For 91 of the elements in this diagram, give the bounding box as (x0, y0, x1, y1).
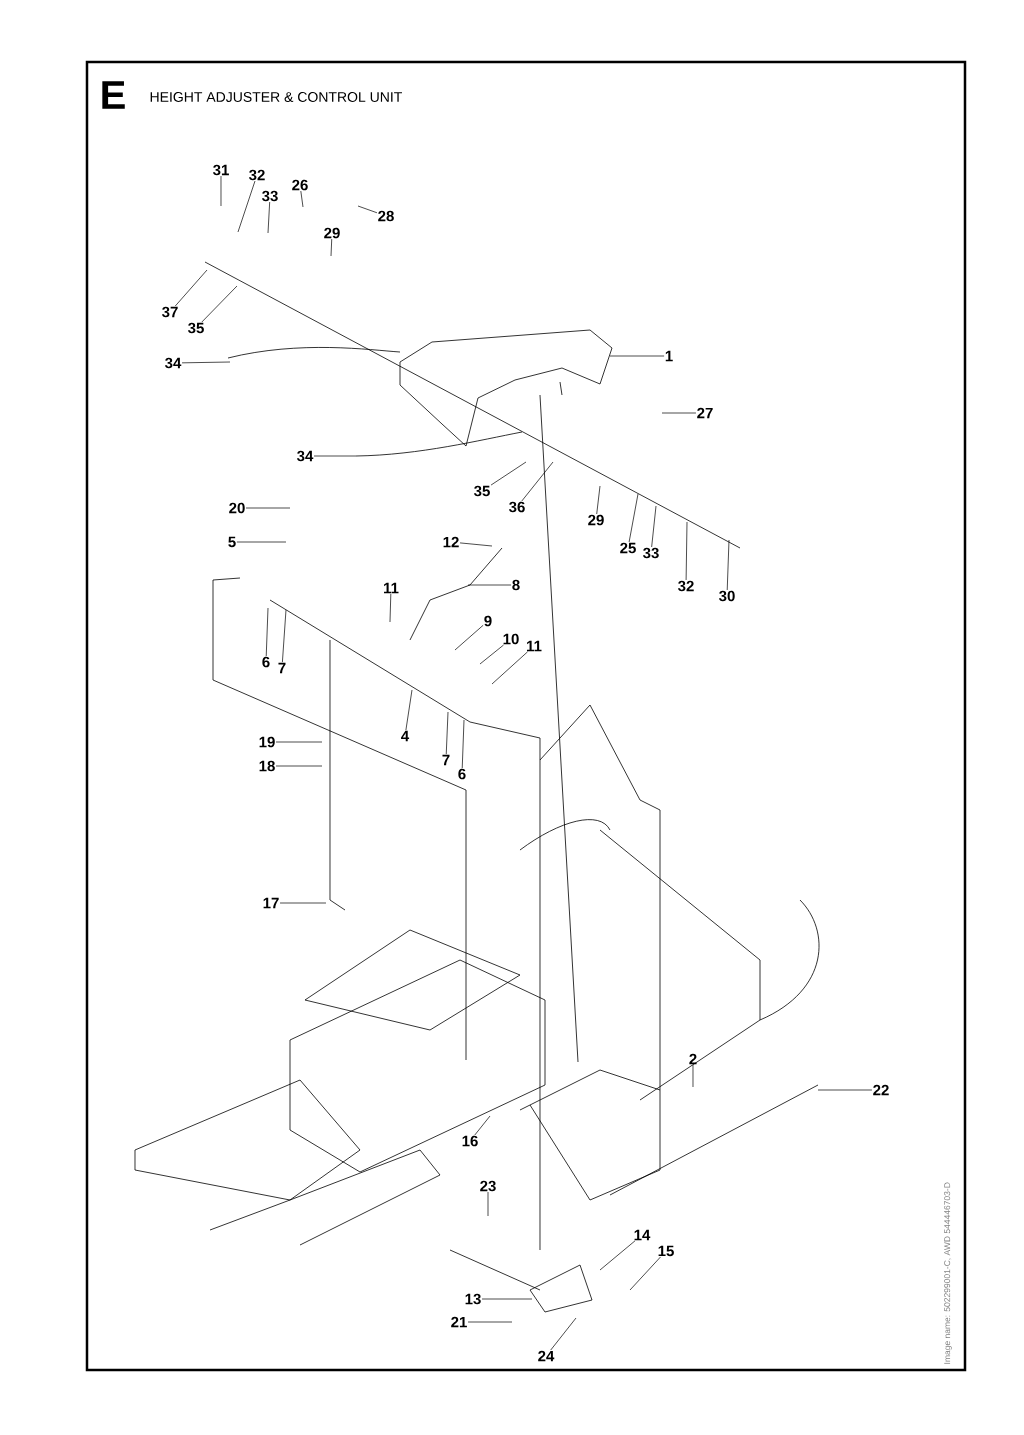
leader-line (275, 741, 323, 743)
callout-number: 28 (378, 210, 394, 222)
leader-line (817, 1089, 873, 1091)
leader-line (491, 651, 528, 685)
callout-number: 37 (162, 306, 178, 318)
callout-number: 26 (292, 179, 308, 191)
image-name-note: Image name: 502299001-C, AWD 544446703-D (944, 1182, 952, 1364)
callout-number: 21 (451, 1316, 467, 1328)
leader-line (609, 355, 665, 357)
callout-number: 9 (484, 615, 492, 627)
callout-number: 20 (229, 502, 245, 514)
callout-number: 29 (324, 227, 340, 239)
callout-number: 35 (474, 485, 490, 497)
leader-line (461, 719, 465, 769)
leader-line (237, 180, 256, 233)
callout-number: 12 (443, 536, 459, 548)
section-letter: E (102, 81, 125, 109)
leader-line (596, 485, 601, 515)
callout-number: 32 (678, 580, 694, 592)
leader-line (174, 269, 208, 307)
leader-line (479, 644, 504, 665)
callout-number: 15 (658, 1245, 674, 1257)
callout-number: 24 (538, 1350, 555, 1362)
callout-number: 7 (278, 662, 286, 674)
callout-number: 33 (643, 547, 659, 559)
leader-line (330, 238, 333, 257)
callout-number: 23 (480, 1180, 496, 1192)
callout-number: 6 (262, 656, 270, 668)
leader-line (490, 461, 527, 486)
leader-line (181, 361, 231, 364)
callout-number: 35 (188, 322, 204, 334)
callout-number: 7 (442, 754, 450, 766)
leader-line (300, 190, 304, 208)
callout-number: 4 (401, 730, 410, 742)
callout-number: 18 (259, 760, 275, 772)
callout-number: 32 (249, 169, 265, 181)
callout-number: 8 (512, 579, 520, 591)
leader-line (487, 1191, 489, 1217)
callout-number: 2 (689, 1053, 697, 1065)
callout-number: 36 (509, 501, 525, 513)
leader-line (405, 689, 413, 731)
leader-line (661, 412, 697, 414)
leader-line (236, 541, 287, 543)
callout-number: 29 (588, 514, 604, 526)
callout-number: 25 (620, 542, 636, 554)
callout-number: 19 (259, 736, 275, 748)
callout-number: 22 (873, 1084, 889, 1096)
leader-line (467, 1321, 513, 1323)
callout-number: 5 (228, 536, 236, 548)
leader-line (467, 584, 512, 586)
leader-line (474, 1115, 491, 1136)
leader-line (521, 461, 554, 502)
leader-line (459, 542, 493, 547)
callout-number: 10 (503, 633, 519, 645)
callout-number: 16 (462, 1135, 478, 1147)
leader-line (685, 521, 688, 581)
leader-line (481, 1298, 533, 1300)
leader-line (389, 593, 392, 623)
callout-number: 17 (263, 897, 279, 909)
callout-number: 34 (297, 450, 314, 462)
leader-line (454, 624, 484, 651)
leader-line (726, 539, 730, 591)
leader-line (201, 285, 238, 323)
leader-line (628, 493, 639, 543)
title: HEIGHT ADJUSTER & CONTROL UNIT (150, 92, 402, 102)
leader-line (313, 455, 357, 457)
leader-line (550, 1317, 577, 1351)
leader-line (279, 902, 327, 904)
leader-line (629, 1256, 661, 1291)
leader-line (220, 175, 222, 207)
callout-number: 31 (213, 164, 229, 176)
callout-number: 11 (384, 582, 399, 594)
leader-line (651, 505, 657, 548)
callout-number: 1 (665, 350, 673, 362)
callout-number: 30 (719, 590, 735, 602)
callout-number: 14 (634, 1229, 651, 1241)
callout-number: 6 (458, 768, 466, 780)
leader-line (265, 607, 269, 657)
leader-line (282, 609, 287, 663)
leader-line (692, 1064, 694, 1088)
leader-line (275, 765, 323, 767)
leader-line (599, 1240, 636, 1271)
callout-number: 13 (465, 1293, 481, 1305)
callout-number: 33 (262, 190, 278, 202)
callout-number: 27 (697, 407, 713, 419)
leader-line (245, 507, 291, 509)
leader-line (357, 205, 378, 214)
leader-line (267, 201, 271, 234)
leader-line (445, 711, 449, 755)
callout-number: 34 (165, 357, 182, 369)
callout-number: 11 (527, 640, 542, 652)
